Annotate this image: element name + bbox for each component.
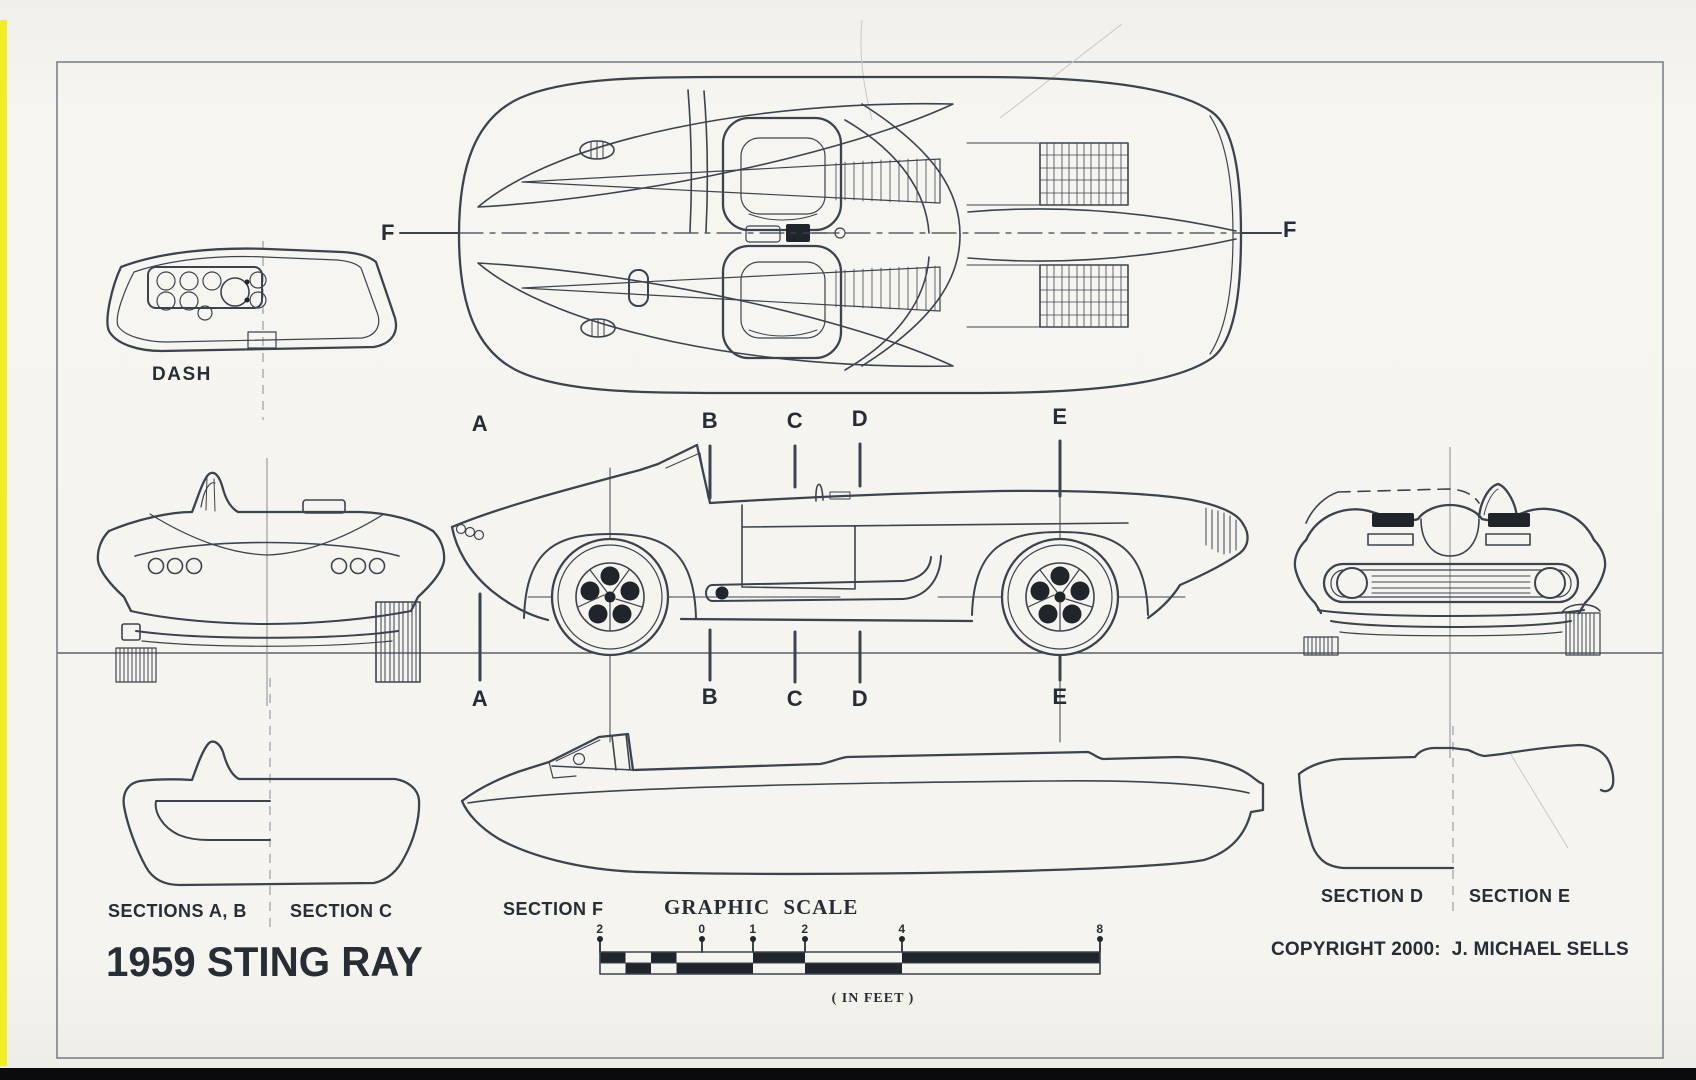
- copyright-notice: COPYRIGHT 2000: J. MICHAEL SELLS: [1271, 939, 1629, 960]
- sections-ab-c-view: [122, 678, 421, 928]
- scan-scratches: [860, 19, 1569, 849]
- scale-units-label: ( IN FEET ): [831, 991, 915, 1006]
- dash-view-label: DASH: [152, 364, 212, 385]
- scale-tick-2: 1: [749, 922, 757, 936]
- rear-wheel: [1000, 537, 1120, 657]
- yellow-edge-strip: [0, 20, 7, 1066]
- cut-letter-a-top: A: [471, 411, 489, 436]
- section-f-view: [460, 732, 1265, 876]
- section-d-e-view: [1297, 726, 1615, 916]
- drawing-frame: [56, 61, 1664, 1059]
- drawing-title: 1959 STING RAY: [106, 938, 423, 985]
- rear-view: [96, 458, 446, 706]
- scale-tick-1: 0: [698, 922, 706, 936]
- dash-view: [106, 241, 398, 420]
- side-view: [450, 443, 1249, 743]
- cut-letter-e-bottom: E: [1052, 684, 1068, 709]
- front-wheel: [550, 537, 670, 657]
- section-f-label: SECTION F: [503, 899, 604, 919]
- graphic-scale-label: GRAPHIC SCALE: [664, 895, 859, 919]
- graphic-scale-bar: [597, 936, 1103, 975]
- cut-letter-b-top: B: [701, 408, 719, 433]
- scale-tick-3: 2: [801, 922, 809, 936]
- cut-letter-b-bottom: B: [701, 684, 719, 709]
- footer-bar: [0, 1068, 1696, 1080]
- scale-tick-5: 8: [1096, 922, 1104, 936]
- sections-ab-label: SECTIONS A, B: [108, 901, 247, 921]
- cut-letter-c-top: C: [786, 408, 804, 433]
- scale-tick-0: 2: [596, 922, 604, 936]
- cut-letter-c-bottom: C: [786, 686, 804, 711]
- cut-letter-d-bottom: D: [851, 686, 869, 711]
- cut-letter-f-right: F: [1283, 217, 1297, 242]
- cut-letter-e-top: E: [1052, 404, 1068, 429]
- section-d-label: SECTION D: [1321, 886, 1424, 906]
- scale-tick-4: 4: [898, 922, 906, 936]
- front-view: [1293, 447, 1607, 758]
- section-c-label: SECTION C: [290, 901, 393, 921]
- top-view: [457, 75, 1243, 395]
- section-e-label: SECTION E: [1469, 886, 1571, 906]
- cut-letter-d-top: D: [851, 406, 869, 431]
- cut-letter-f-left: F: [381, 220, 395, 245]
- cut-letter-a-bottom: A: [471, 686, 489, 711]
